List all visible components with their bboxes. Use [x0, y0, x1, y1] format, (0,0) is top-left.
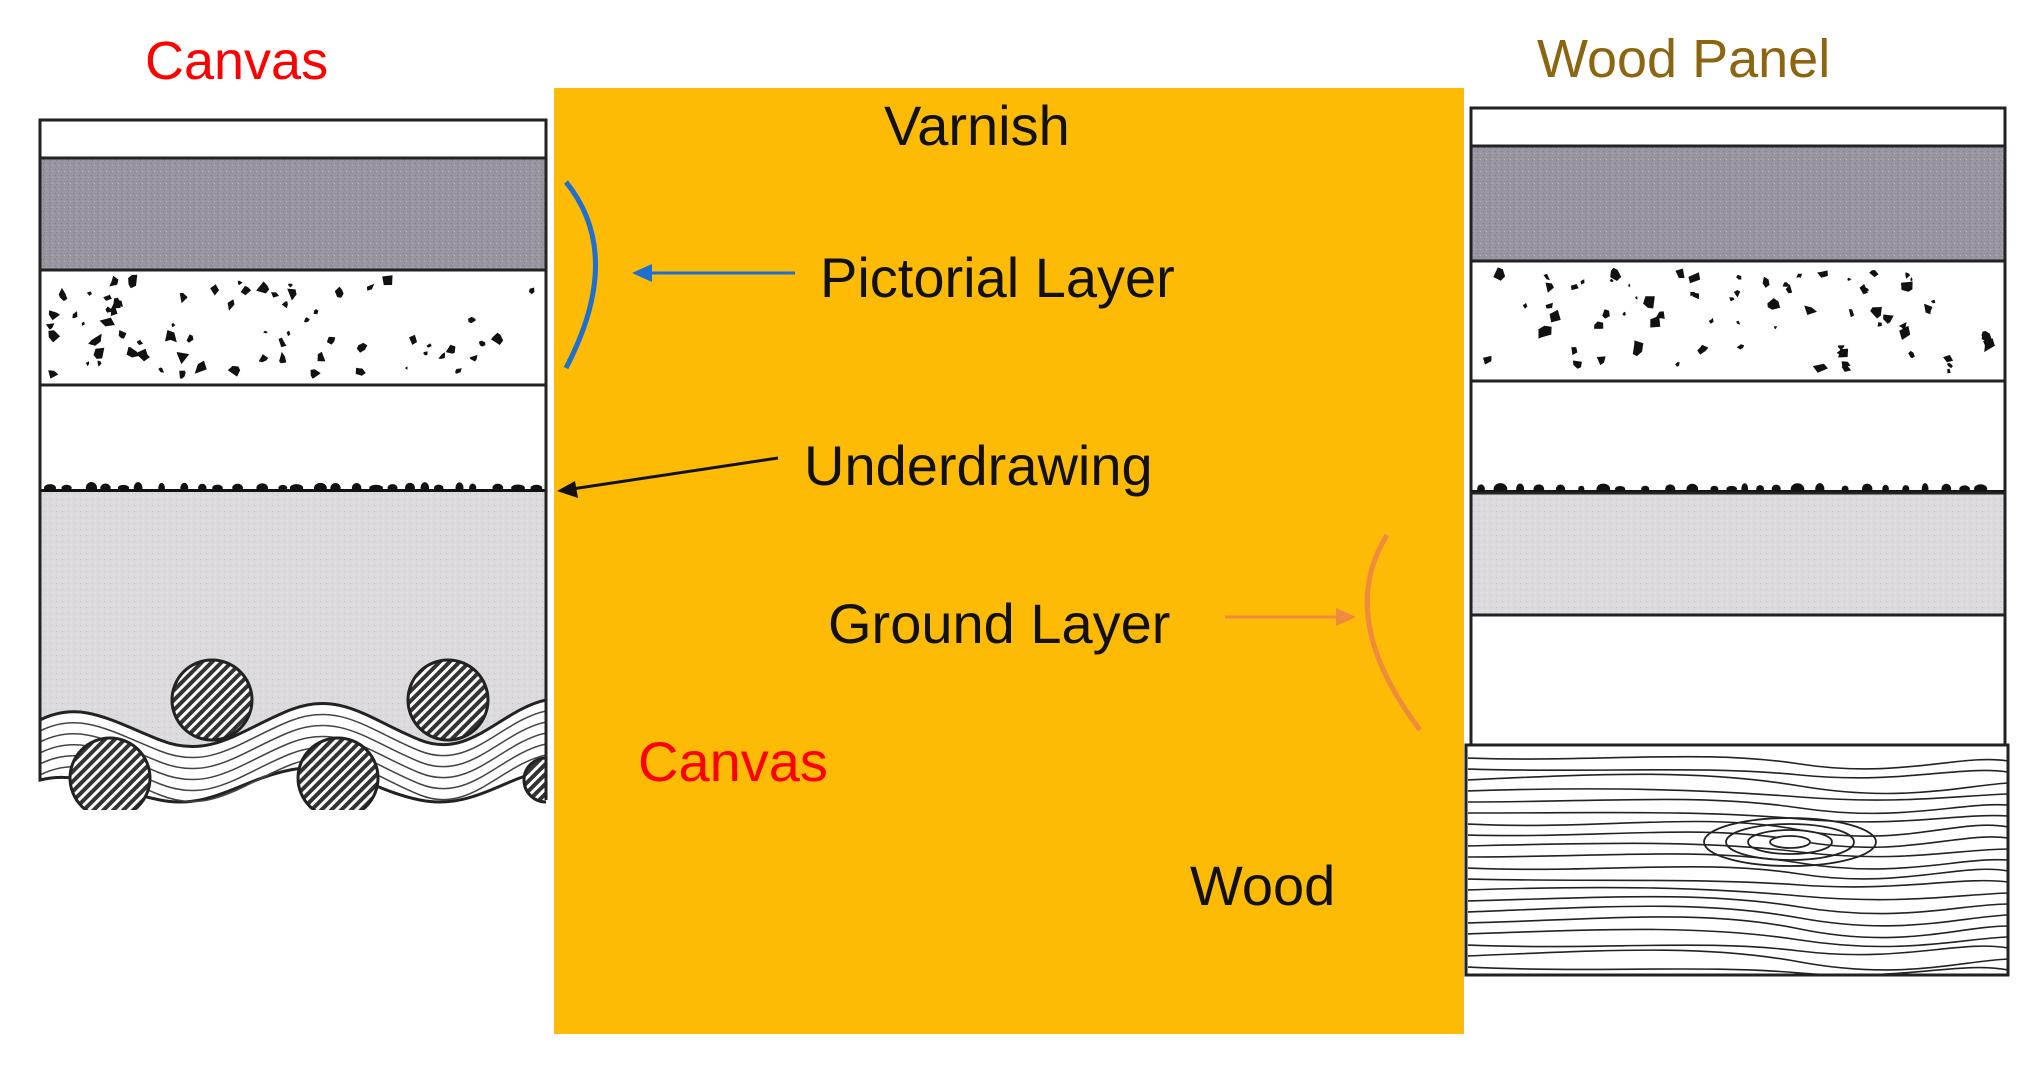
canvas-primer-speckles: [45, 274, 535, 379]
canvas-varnish-layer: [38, 118, 548, 160]
wood-label: Wood: [1190, 854, 1336, 917]
wood-varnish-layer: [1469, 106, 2007, 148]
wood-panel-title: Wood Panel: [1537, 29, 1831, 89]
ground-layer-label: Ground Layer: [828, 592, 1171, 655]
wood-paint-layer: [1469, 144, 2007, 263]
wood-primer-layer: [1469, 259, 2007, 383]
canvas-thread-top-1: [170, 658, 254, 742]
canvas-thread-bottom-1: [68, 736, 152, 810]
canvas-weave: [38, 698, 546, 804]
underdrawing-arrow-icon: [557, 456, 779, 498]
canvas-underdrawing-marks: [44, 482, 543, 494]
wood-grain-lines: [1468, 755, 2008, 976]
wood-underdrawing-marks: [1477, 483, 1988, 495]
wood-support: [1464, 743, 2010, 977]
wood-ground-layer: [1469, 491, 2007, 617]
canvas-label: Canvas: [638, 730, 828, 793]
pictorial-arrow-icon: [632, 264, 795, 282]
underdrawing-label: Underdrawing: [804, 434, 1153, 497]
canvas-thread-bottom-2: [296, 736, 380, 810]
canvas-thread-top-2: [406, 658, 490, 742]
label-panel: [554, 88, 1464, 1034]
wood-white-layer: [1469, 379, 2007, 495]
wood-cross-section: [1464, 106, 2010, 977]
canvas-title: Canvas: [145, 31, 329, 91]
canvas-paint-layer: [38, 156, 548, 272]
canvas-thread-edge: [522, 756, 546, 804]
canvas-edges: [38, 120, 548, 800]
canvas-cross-section: [38, 118, 548, 810]
ground-arrow-icon: [1225, 608, 1356, 626]
pictorial-bracket-icon: [563, 180, 598, 370]
ground-bracket-icon: [1364, 533, 1422, 732]
varnish-label: Varnish: [884, 94, 1070, 157]
canvas-primer-layer: [38, 268, 548, 387]
canvas-white-layer: [38, 383, 548, 494]
pictorial-layer-label: Pictorial Layer: [820, 246, 1175, 309]
wood-size-layer: [1469, 613, 2007, 747]
wood-primer-speckles: [1483, 267, 1995, 374]
